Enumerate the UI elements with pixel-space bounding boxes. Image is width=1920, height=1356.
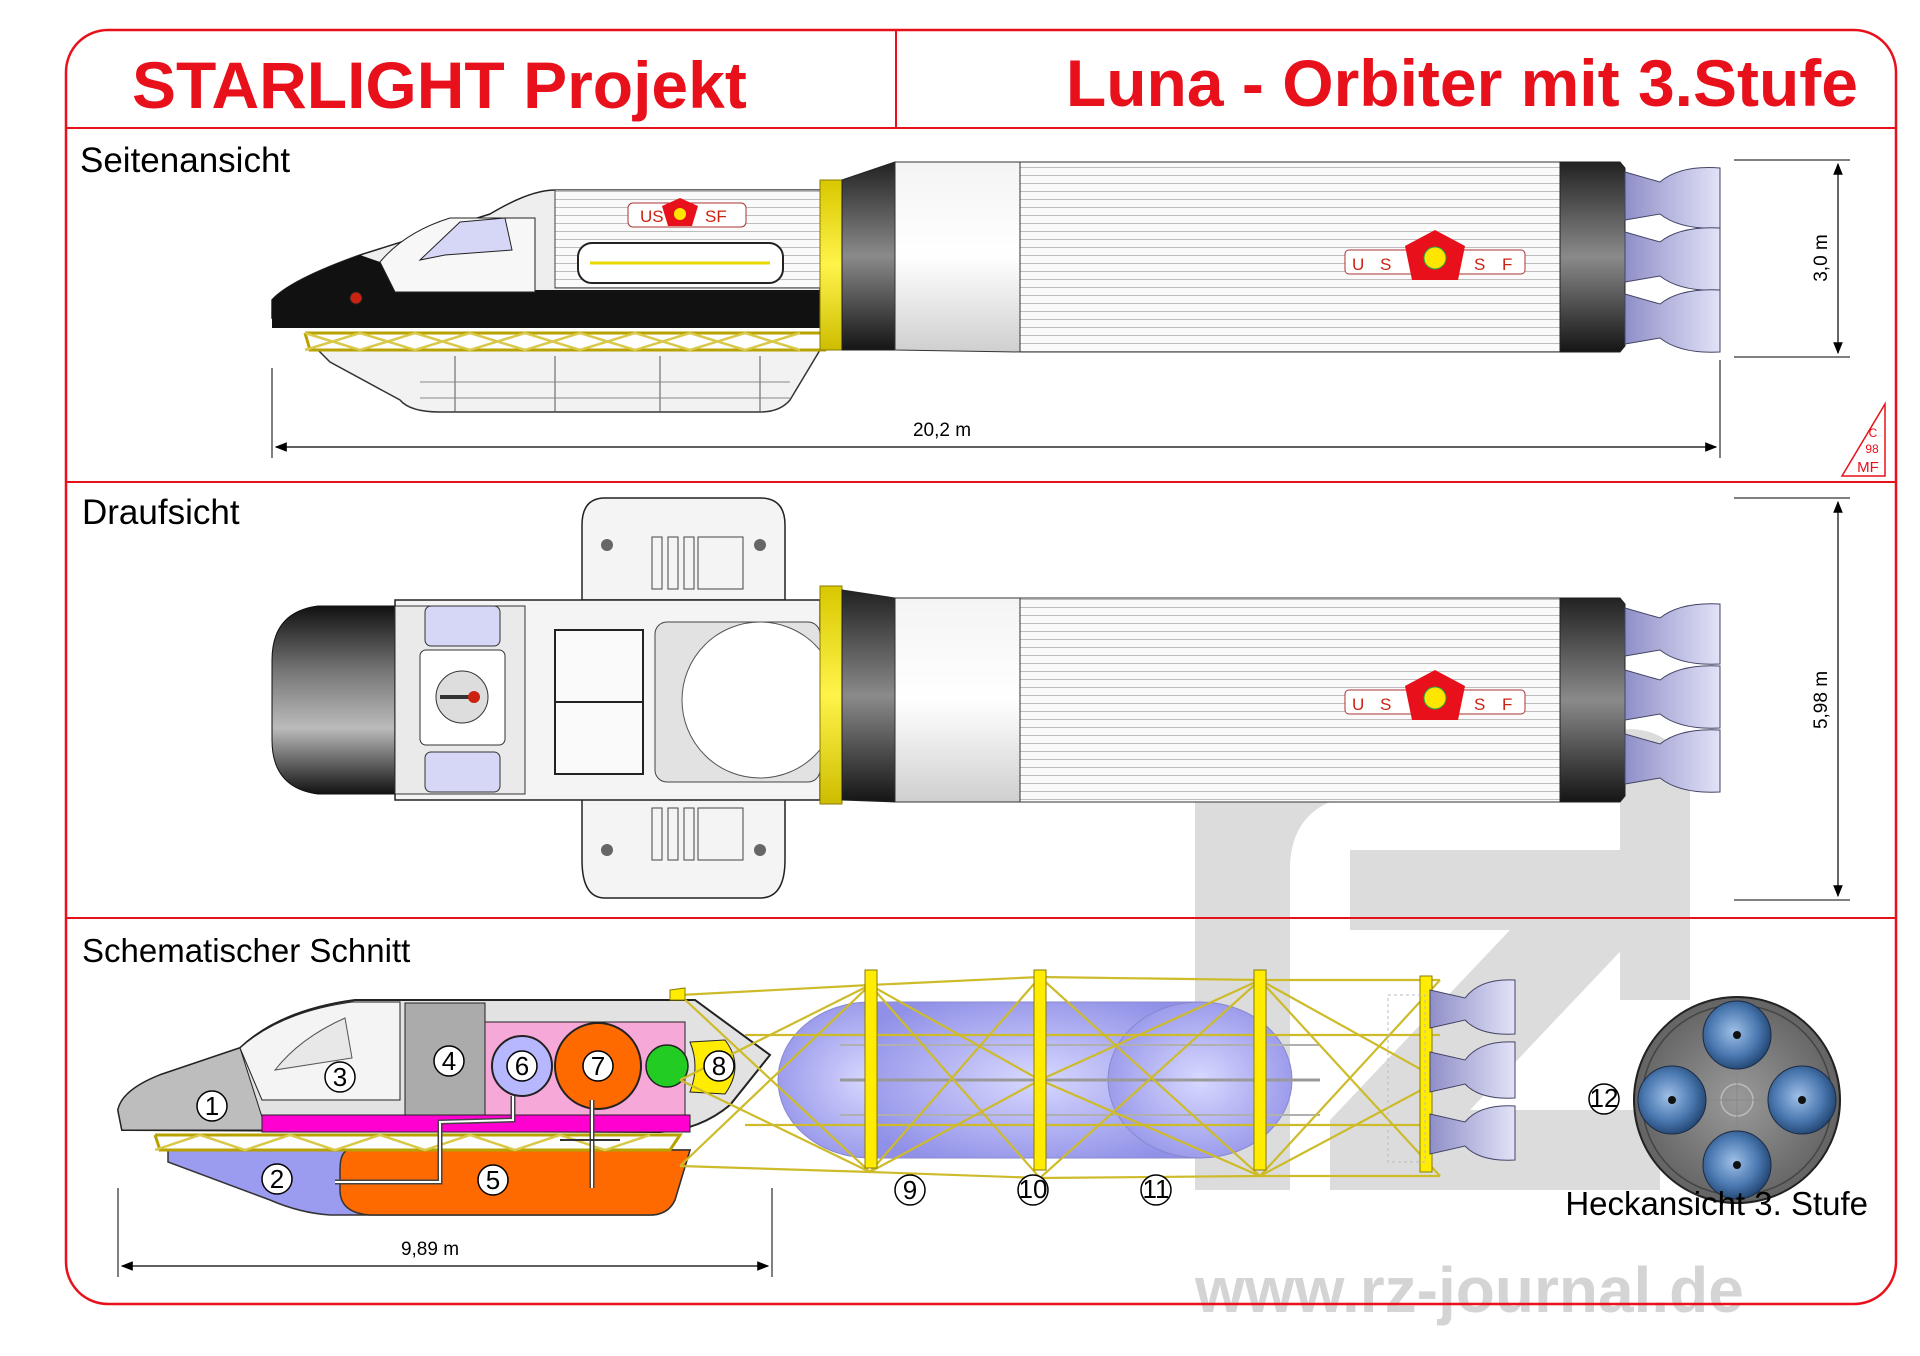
top-dimensions: 5,98 m (1734, 497, 1850, 901)
top-u-marking: U (1352, 695, 1364, 714)
side-height-dimension: 3,0 m (1811, 234, 1832, 282)
top-s-marking: S (1380, 695, 1391, 714)
side-u-marking: U (1352, 255, 1364, 274)
callout-9: 9 (903, 1175, 917, 1205)
header-left-title: STARLIGHT Projekt (132, 48, 747, 122)
callout-7: 7 (591, 1051, 605, 1081)
top-f-marking: F (1502, 695, 1512, 714)
side-third-stage: U S S F (819, 161, 1626, 353)
top-width-dimension: 5,98 m (1811, 671, 1832, 729)
callout-4: 4 (442, 1046, 456, 1076)
callout-6: 6 (515, 1051, 529, 1081)
side-view-label: Seitenansicht (80, 141, 290, 180)
schematic-section: Schematischer Schnitt (82, 932, 1868, 1277)
side-view: Seitenansicht US (80, 141, 1886, 477)
callout-8: 8 (712, 1051, 726, 1081)
side-command-module: US SF (271, 189, 821, 328)
rear-view: Heckansicht 3. Stufe (1565, 996, 1868, 1222)
stamp-initials: MF (1857, 459, 1879, 476)
side-us-marking: US (640, 207, 664, 226)
top-view: Draufsicht (82, 493, 1850, 901)
schematic-engine-nozzles (1387, 979, 1516, 1163)
callout-12: 12 (1590, 1083, 1619, 1113)
side-length-dimension: 20,2 m (913, 420, 971, 441)
callout-1: 1 (205, 1091, 219, 1121)
watermark: www.rz-journal.de (1194, 729, 1744, 1326)
schematic-length-dimension: 9,89 m (401, 1239, 459, 1260)
top-side-pods (581, 497, 786, 899)
frame: STARLIGHT Projekt Luna - Orbiter mit 3.S… (64, 28, 1898, 1306)
schematic-label: Schematischer Schnitt (82, 932, 410, 969)
callout-3: 3 (333, 1062, 347, 1092)
header-right-title: Luna - Orbiter mit 3.Stufe (1066, 46, 1858, 120)
side-landing-pod (303, 331, 838, 413)
side-dimensions: 20,2 m 3,0 m (271, 159, 1850, 458)
top-command-module (394, 599, 839, 801)
top-view-label: Draufsicht (82, 493, 240, 532)
callout-10: 10 (1019, 1174, 1048, 1204)
stage-truss (669, 969, 1441, 1180)
rear-view-label: Heckansicht 3. Stufe (1565, 1185, 1868, 1222)
callout-5: 5 (486, 1165, 500, 1195)
side-f-marking: F (1502, 255, 1512, 274)
callout-11: 11 (1143, 1174, 1170, 1204)
schematic-dimensions: 9,89 m (117, 1188, 773, 1277)
side-s-marking: S (1380, 255, 1391, 274)
side-s2-marking: S (1474, 255, 1485, 274)
stamp-c: C (1869, 426, 1878, 440)
top-s2-marking: S (1474, 695, 1485, 714)
callout-2: 2 (270, 1164, 284, 1194)
lower-orange-tank (339, 1149, 692, 1216)
side-engine-nozzles (1624, 167, 1721, 353)
watermark-url: www.rz-journal.de (1194, 1254, 1744, 1326)
author-stamp: C 98 MF (1840, 401, 1886, 477)
top-engine-nozzles (1624, 603, 1721, 793)
side-porthole (349, 291, 363, 305)
stamp-year: 98 (1865, 442, 1879, 456)
top-third-stage: U S S F (819, 585, 1626, 805)
side-sf-marking: SF (705, 207, 727, 226)
frame-border (64, 28, 1898, 1306)
callouts: 1 2 3 4 5 6 7 8 9 10 11 12 (196, 1045, 1620, 1206)
top-nose-cone (271, 605, 396, 795)
green-sphere (645, 1044, 689, 1088)
